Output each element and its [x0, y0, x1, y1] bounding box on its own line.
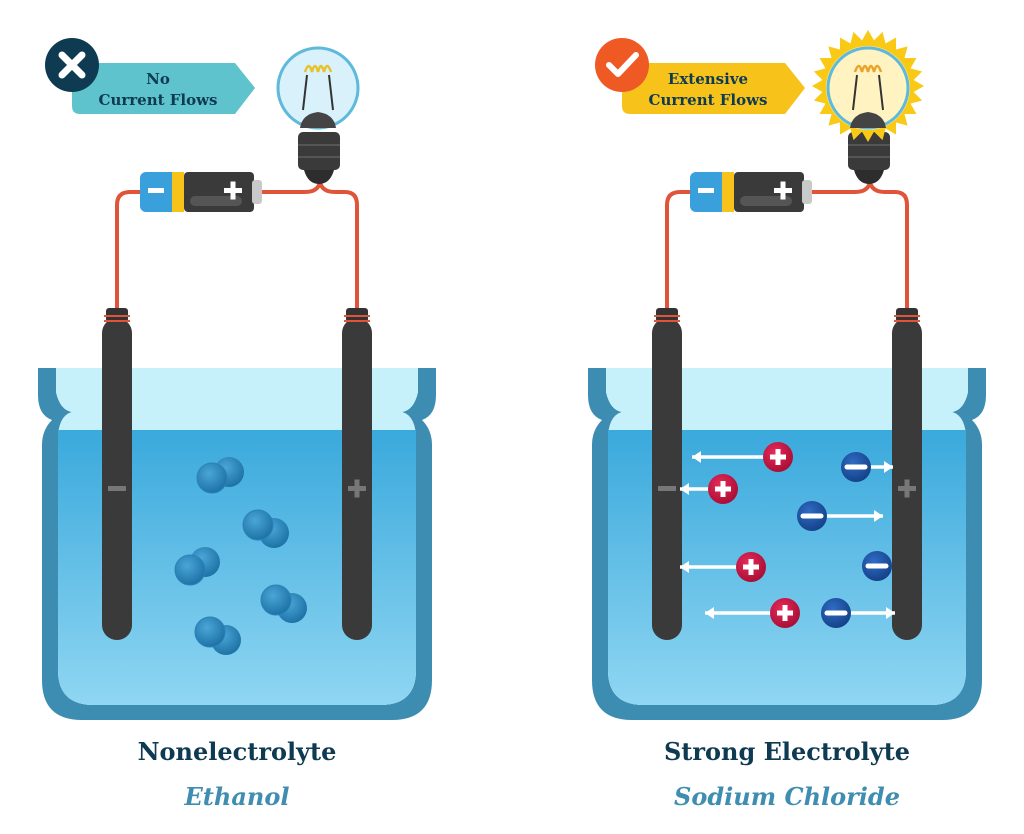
status-text-line1: Extensive — [668, 70, 748, 88]
status-text-line1: No — [146, 70, 170, 88]
x-icon — [58, 51, 86, 79]
molecule — [260, 584, 307, 623]
ethanol-molecules — [174, 457, 307, 655]
beaker-circuit — [586, 130, 988, 722]
molecule — [242, 509, 289, 548]
molecule — [194, 616, 241, 655]
molecule — [174, 547, 220, 586]
cation — [680, 474, 738, 504]
panel-title: Strong Electrolyte — [664, 737, 910, 766]
status-text-line2: Current Flows — [649, 91, 768, 109]
panel-subtitle: Ethanol — [184, 782, 290, 811]
cation — [692, 442, 793, 472]
anion — [797, 501, 883, 531]
bulb-on-icon — [812, 30, 924, 142]
panel-strong-electrolyte: Extensive Current Flows Strong Electroly… — [586, 30, 988, 811]
cation — [705, 598, 800, 628]
anion — [862, 551, 892, 581]
status-badge-no-current: No Current Flows — [45, 38, 255, 114]
status-text-line2: Current Flows — [99, 91, 218, 109]
panel-subtitle: Sodium Chloride — [674, 782, 900, 811]
anion — [821, 598, 895, 628]
bulb-off-icon — [276, 46, 360, 130]
cation — [680, 552, 766, 582]
molecule — [196, 457, 244, 494]
panel-title: Nonelectrolyte — [138, 737, 337, 766]
sodium-chloride-ions — [680, 442, 895, 628]
check-icon — [606, 52, 639, 77]
panel-nonelectrolyte: No Current Flows Nonelectrolyte Ethanol — [36, 38, 438, 811]
anion — [841, 452, 893, 482]
status-badge-extensive-current: Extensive Current Flows — [595, 38, 805, 114]
